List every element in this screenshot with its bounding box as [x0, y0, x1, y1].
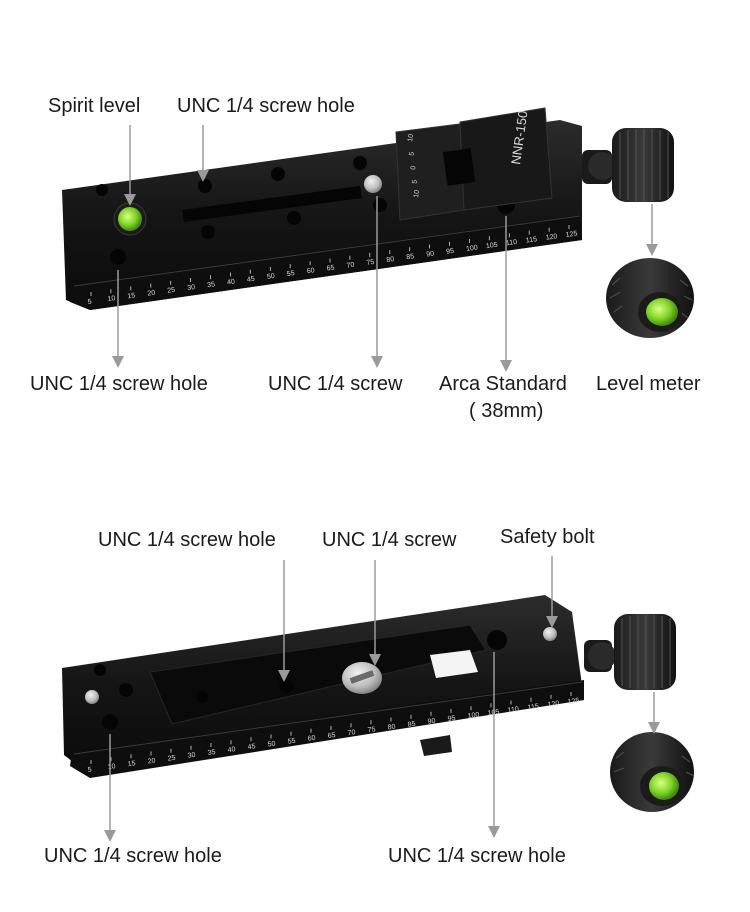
scale-tick-label: 75 — [366, 259, 375, 267]
scale-tick-label: 15 — [127, 760, 136, 768]
scale-tick-label: 40 — [227, 278, 236, 286]
clamp-scale-label: 10 — [407, 133, 415, 142]
scale-tick-label: 120 — [545, 233, 558, 242]
scale-tick-label: 90 — [426, 250, 435, 258]
scale-tick-label: 10 — [107, 295, 116, 303]
bottom-rail-plate — [62, 595, 584, 778]
scale-tick-label: 110 — [507, 706, 519, 714]
engraving-text: NNR-150 — [508, 110, 530, 166]
scale-tick-label: 115 — [526, 236, 538, 244]
scale-tick-label: 10 — [107, 763, 116, 771]
scale-tick-label: 95 — [446, 248, 455, 256]
top-callout-arrows — [112, 125, 658, 372]
clamp-scale-label: 5 — [409, 151, 416, 156]
scale-tick-label: 55 — [287, 270, 296, 278]
scale-tick-label: 90 — [427, 718, 436, 726]
scale-tick-label: 65 — [326, 264, 335, 272]
scale-tick-label: 125 — [565, 230, 578, 239]
scale-tick-label: 35 — [207, 281, 216, 289]
scale-tick-label: 65 — [327, 732, 336, 740]
label-level-meter: Level meter — [596, 373, 701, 395]
bottom-callout-arrows — [104, 556, 660, 842]
level-meter-bubble — [646, 298, 678, 326]
scale-tick-label: 60 — [307, 735, 316, 743]
scale-tick-label: 70 — [347, 729, 356, 737]
scale-tick-label: 125 — [567, 697, 580, 706]
scale-tick-label: 45 — [247, 276, 256, 284]
scale-tick-label: 30 — [187, 752, 196, 760]
scale-tick-label: 20 — [147, 757, 156, 765]
label-bottom-top-screw-hole: UNC 1/4 screw hole — [98, 529, 276, 551]
clamp-scale-label: 10 — [413, 189, 421, 198]
level-meter-knob — [606, 258, 694, 338]
label-arca-standard-size: ( 38mm) — [469, 400, 544, 422]
scale-tick-label: 105 — [486, 242, 499, 251]
scale-tick-label: 15 — [127, 292, 136, 300]
clamp-scale-label: 0 — [410, 165, 417, 170]
scale-tick-label: 60 — [306, 267, 315, 275]
scale-tick-label: 80 — [387, 723, 396, 731]
label-arca-standard: Arca Standard — [439, 373, 567, 395]
top-clamp-scale: 10 5 0 5 10 — [407, 133, 421, 198]
bottom-level-meter-knob — [610, 732, 695, 812]
scale-tick-label: 45 — [247, 743, 256, 751]
scale-tick-label: 25 — [167, 287, 176, 295]
bottom-scale: 5 10 15 20 25 30 35 40 45 50 55 60 65 70 75 80 85 90 95 100… — [87, 692, 580, 774]
scale-tick-label: 85 — [406, 253, 415, 261]
scale-tick-label: 25 — [167, 755, 176, 763]
label-bottom-screw: UNC 1/4 screw — [322, 529, 457, 551]
top-clamp-knob — [582, 128, 674, 202]
bottom-clamp-knob — [584, 614, 676, 690]
scale-tick-label: 55 — [287, 738, 296, 746]
scale-tick-label: 50 — [267, 273, 276, 281]
scale-tick-label: 75 — [367, 726, 376, 734]
label-safety-bolt: Safety bolt — [500, 526, 595, 548]
scale-tick-label: 20 — [147, 290, 156, 298]
scale-tick-label: 50 — [267, 740, 276, 748]
scale-tick-label: 5 — [87, 298, 92, 305]
safety-bolt — [543, 627, 557, 641]
scale-tick-label: 70 — [346, 262, 355, 270]
scale-tick-label: 80 — [386, 256, 395, 264]
scale-tick-label: 110 — [506, 239, 518, 247]
spirit-level-bubble — [118, 207, 142, 231]
screw-hole-bottom-left-marker — [110, 249, 126, 265]
scale-tick-label: 85 — [407, 721, 416, 729]
clamp-scale-label: 5 — [412, 179, 419, 184]
label-top-screw: UNC 1/4 screw — [268, 373, 403, 395]
scale-tick-label: 35 — [207, 749, 216, 757]
label-spirit-level: Spirit level — [48, 95, 141, 117]
scale-tick-label: 5 — [87, 766, 92, 773]
scale-tick-label: 100 — [466, 244, 479, 253]
scale-tick-label: 40 — [227, 746, 236, 754]
label-top-screw-hole: UNC 1/4 screw hole — [177, 95, 355, 117]
top-rail-plate: NNR-150 — [62, 107, 582, 310]
label-top-bottom-left-screw-hole: UNC 1/4 screw hole — [30, 373, 208, 395]
label-bottom-left-screw-hole: UNC 1/4 screw hole — [44, 845, 222, 867]
scale-tick-label: 120 — [547, 700, 560, 709]
scale-tick-label: 100 — [467, 712, 480, 721]
top-scale: 5 10 15 20 25 30 35 40 45 50 55 60 65 70 75 80 85 90 95 100… — [87, 225, 578, 306]
scale-tick-label: 115 — [527, 703, 539, 711]
label-bottom-right-screw-hole: UNC 1/4 screw hole — [388, 845, 566, 867]
scale-tick-label: 30 — [187, 284, 196, 292]
top-screw — [364, 175, 382, 193]
scale-tick-label: 95 — [447, 715, 456, 723]
